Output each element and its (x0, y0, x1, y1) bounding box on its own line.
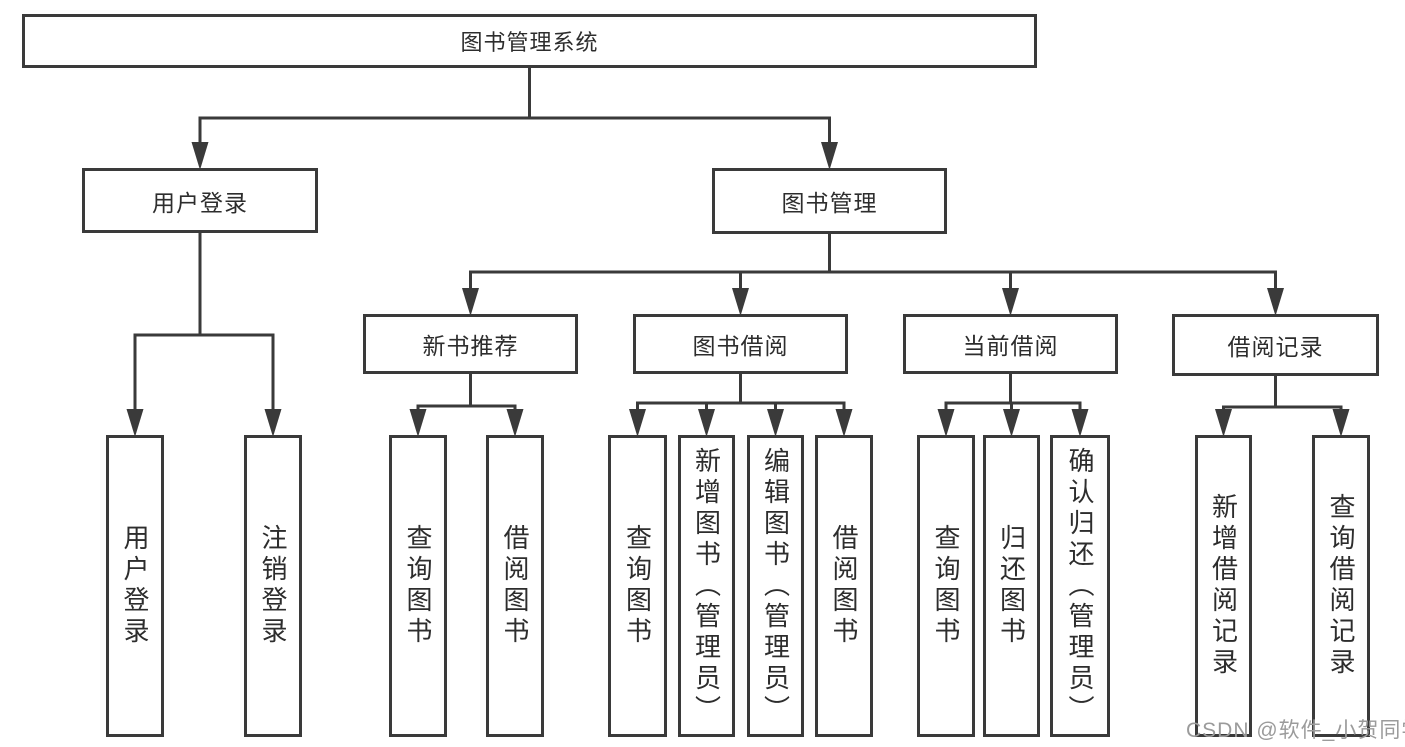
node-label: 新增借阅记录 (1208, 493, 1239, 679)
node-label: 查询借阅记录 (1326, 493, 1356, 679)
node-leaf-query-borrow-record: 查询借阅记录 (1312, 435, 1370, 737)
node-leaf-confirm-return-admin: 确认归还（管理员） (1050, 435, 1110, 737)
watermark: CSDN @软件_小贺同学 (1186, 719, 1405, 742)
node-label: 图书管理 (781, 190, 878, 216)
node-label: 新书推荐 (422, 333, 519, 359)
node-leaf-logout: 注销登录 (244, 435, 302, 737)
node-label: 编辑图书（管理员） (760, 446, 791, 726)
node-label: 图书管理系统 (460, 30, 599, 55)
node-label: 归还图书 (996, 524, 1027, 648)
node-leaf-edit-books-admin: 编辑图书（管理员） (747, 435, 804, 737)
node-book-borrowing: 图书借阅 (633, 314, 848, 374)
node-library-management-system: 图书管理系统 (22, 14, 1037, 68)
node-label: 确认归还（管理员） (1065, 446, 1095, 726)
node-leaf-query-books: 查询图书 (608, 435, 667, 737)
node-leaf-add-borrow-record: 新增借阅记录 (1195, 435, 1252, 737)
node-label: 借阅记录 (1227, 334, 1324, 360)
node-label: 查询图书 (622, 524, 653, 648)
node-label: 图书借阅 (692, 333, 789, 359)
node-label: 新增图书（管理员） (691, 446, 722, 726)
node-leaf-borrow-books: 借阅图书 (486, 435, 544, 737)
node-leaf-borrow-books: 借阅图书 (815, 435, 873, 737)
node-leaf-query-books: 查询图书 (917, 435, 975, 737)
node-borrowing-records: 借阅记录 (1172, 314, 1379, 376)
node-user-login: 用户登录 (82, 168, 318, 233)
node-label: 查询图书 (931, 524, 961, 648)
node-label: 借阅图书 (500, 524, 530, 648)
node-label: 当前借阅 (962, 333, 1059, 359)
node-leaf-return-books: 归还图书 (983, 435, 1040, 737)
node-leaf-user-login: 用户登录 (106, 435, 164, 737)
node-label: 查询图书 (403, 524, 433, 648)
node-new-book-recommend: 新书推荐 (363, 314, 578, 374)
node-leaf-add-books-admin: 新增图书（管理员） (678, 435, 735, 737)
node-label: 注销登录 (258, 524, 288, 648)
node-current-borrowing: 当前借阅 (903, 314, 1118, 374)
node-leaf-query-books: 查询图书 (389, 435, 447, 737)
node-label: 用户登录 (152, 189, 248, 216)
node-label: 用户登录 (120, 524, 150, 648)
node-label: 借阅图书 (829, 524, 859, 648)
node-book-management: 图书管理 (712, 168, 947, 234)
